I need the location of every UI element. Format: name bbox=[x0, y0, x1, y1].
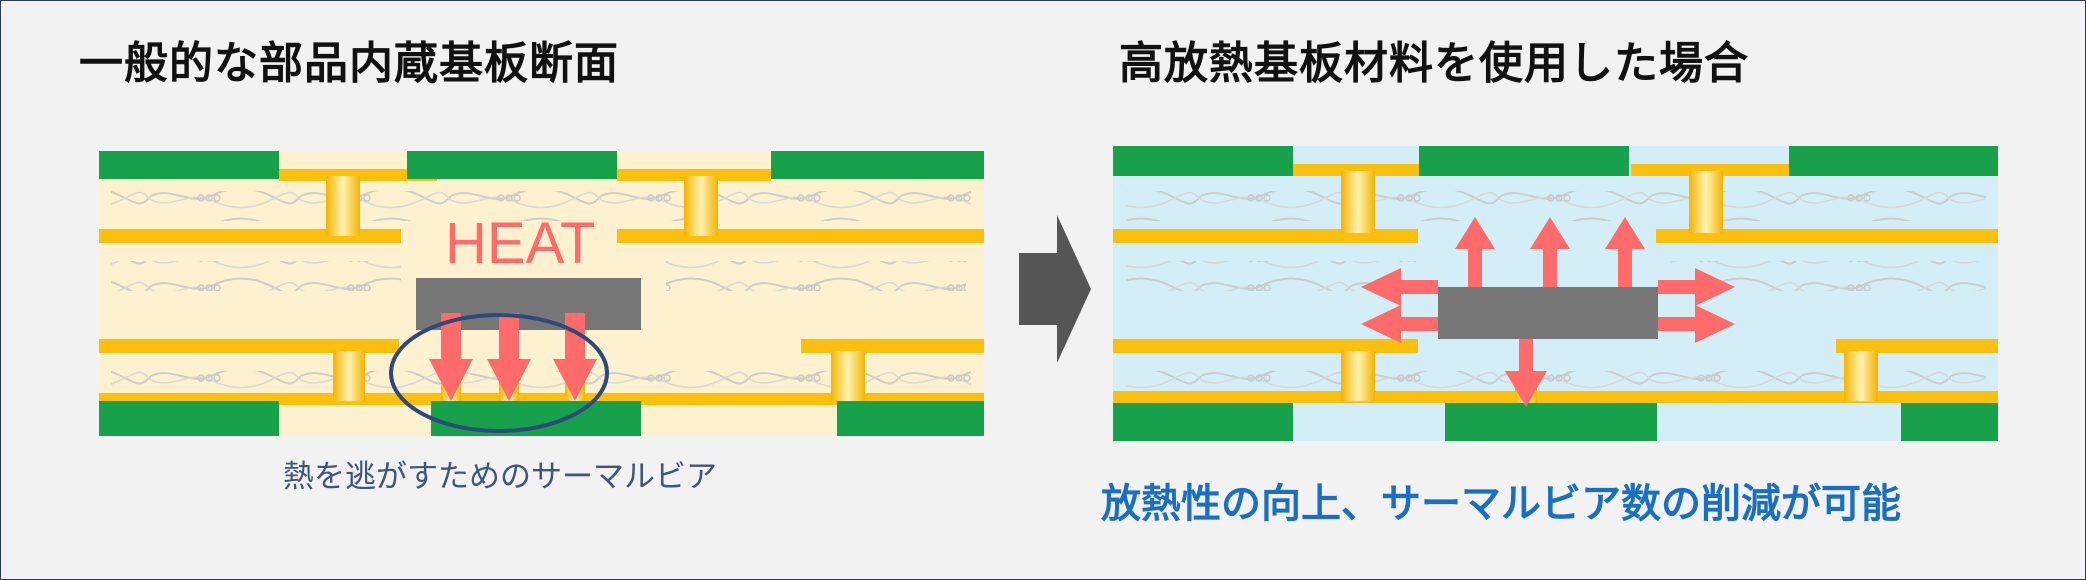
right-panel-title: 高放熱基板材料を使用した場合 bbox=[1119, 38, 1749, 89]
heat-label: HEAT bbox=[445, 211, 595, 276]
thermal-via-highlight bbox=[389, 313, 609, 433]
right-board bbox=[1113, 146, 1998, 441]
chevron-right-arrow-icon bbox=[1019, 215, 1091, 363]
left-heat-arrows bbox=[429, 313, 597, 401]
left-panel-title: 一般的な部品内蔵基板断面 bbox=[79, 38, 619, 89]
right-copper-pads bbox=[1113, 146, 1998, 441]
right-caption: 放熱性の向上、サーマルビア数の削減が可能 bbox=[1101, 481, 1901, 527]
left-inner-traces bbox=[99, 169, 984, 405]
left-fiber-texture bbox=[111, 191, 971, 401]
right-embedded-component bbox=[1438, 287, 1658, 339]
right-heat-arrows bbox=[1361, 217, 1735, 407]
left-copper-pads bbox=[99, 151, 984, 436]
left-caption: 熱を逃がすためのサーマルビア bbox=[283, 459, 717, 495]
left-board: HEAT bbox=[99, 151, 984, 436]
